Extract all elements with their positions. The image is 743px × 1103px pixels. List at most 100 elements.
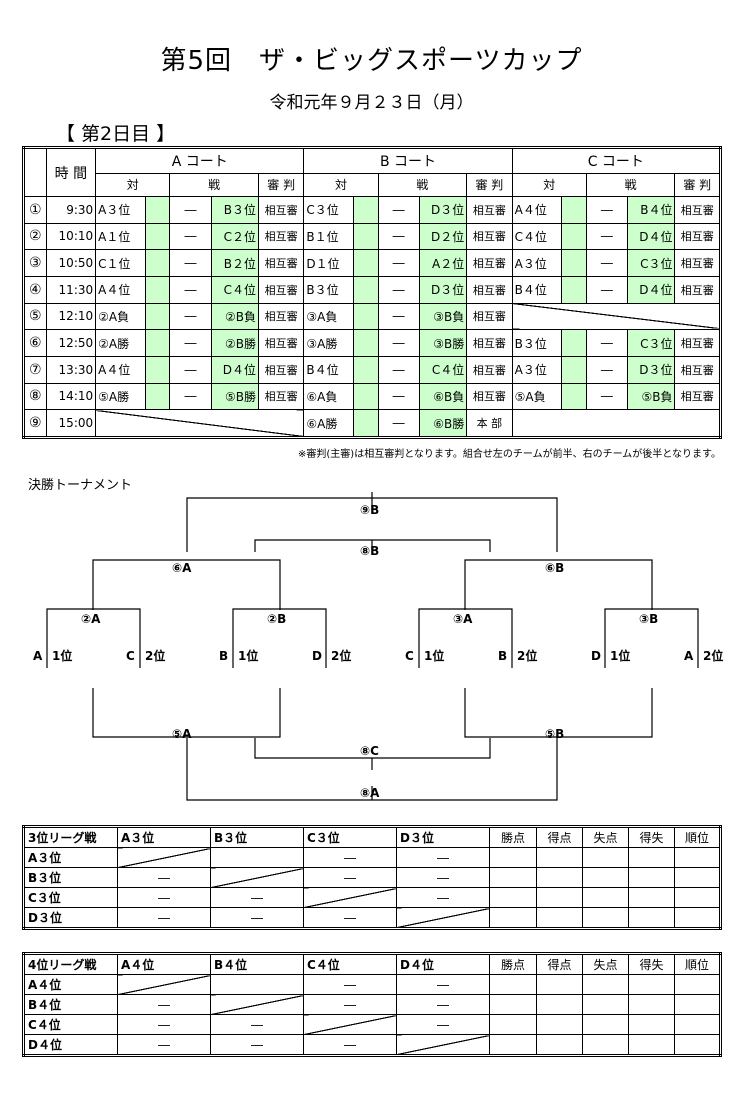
team-home: B１位 bbox=[303, 222, 354, 251]
referee: 相互審 bbox=[466, 302, 513, 331]
league-cell: ― bbox=[117, 887, 211, 908]
league-self-cell bbox=[210, 867, 304, 888]
league-stat-cell bbox=[674, 994, 721, 1015]
vs-dash: ― bbox=[377, 249, 420, 277]
score-home bbox=[352, 302, 379, 331]
score-home bbox=[144, 249, 171, 277]
vs-header: 対 bbox=[511, 172, 587, 198]
league-stat-cell bbox=[536, 1014, 583, 1035]
league-self-cell bbox=[396, 907, 490, 929]
league-cell: ― bbox=[117, 907, 211, 929]
league-team-header: C３位 bbox=[303, 826, 397, 848]
match-number: ③ bbox=[23, 249, 47, 277]
lower-mid-connector bbox=[254, 738, 491, 770]
league-stat-cell bbox=[536, 1034, 583, 1056]
qf3-connector bbox=[418, 608, 513, 668]
league-team-header: D３位 bbox=[396, 826, 490, 848]
league-cell: ― bbox=[117, 1034, 211, 1056]
team-away: B４位 bbox=[627, 196, 676, 224]
seed-rank: 1位 bbox=[238, 648, 258, 663]
team-home: D１位 bbox=[303, 249, 354, 277]
league-stat-cell bbox=[582, 907, 629, 929]
seed-rank: 2位 bbox=[517, 648, 537, 663]
seed-letter: D bbox=[312, 649, 322, 663]
team-away: C４位 bbox=[210, 275, 259, 304]
team-away: ⑥B負 bbox=[418, 382, 468, 411]
vs-header: 戦 bbox=[377, 172, 468, 198]
score-home bbox=[561, 382, 587, 411]
league-stat-cell bbox=[536, 994, 583, 1015]
referee: 相互審 bbox=[674, 329, 721, 357]
team-away: C２位 bbox=[210, 222, 259, 251]
referee: 相互審 bbox=[257, 382, 305, 411]
page-title: 第5回 ザ・ビッグスポーツカップ bbox=[160, 46, 583, 76]
league-stat-cell bbox=[582, 847, 629, 868]
ref-header: 審 判 bbox=[674, 172, 721, 198]
match-number: ⑨ bbox=[23, 409, 47, 438]
referee: 相互審 bbox=[466, 329, 513, 357]
league-stat-cell bbox=[628, 1034, 675, 1056]
score-home bbox=[144, 355, 171, 384]
vs-dash: ― bbox=[377, 382, 420, 411]
vs-dash: ― bbox=[377, 329, 420, 357]
seed-letter: C bbox=[126, 649, 135, 663]
league-stat-header: 得失 bbox=[628, 953, 675, 975]
match-time: 13:30 bbox=[45, 355, 97, 384]
qf2-connector bbox=[232, 608, 327, 668]
qf1-connector bbox=[46, 608, 141, 668]
league-stat-cell bbox=[489, 847, 537, 868]
league-cell: ― bbox=[210, 907, 304, 929]
qf4-label: ③B bbox=[639, 612, 658, 626]
seed-rank: 2位 bbox=[145, 648, 165, 663]
referee: 相互審 bbox=[466, 382, 513, 411]
league-stat-cell bbox=[582, 1034, 629, 1056]
referee-note: ※審判(主審)は相互審判となります。組合せ左のチームが前半、右のチームが後半とな… bbox=[298, 449, 721, 460]
score-home bbox=[352, 409, 379, 438]
empty-slot bbox=[511, 302, 722, 331]
league-stat-cell bbox=[628, 907, 675, 929]
match-number: ⑦ bbox=[23, 355, 47, 384]
league-title: 3位リーグ戦 bbox=[23, 826, 118, 848]
league-stat-header: 順位 bbox=[674, 826, 721, 848]
third-label: ⑧B bbox=[360, 544, 379, 558]
match-number: ⑧ bbox=[23, 382, 47, 411]
league-cell: ― bbox=[117, 994, 211, 1015]
score-home bbox=[561, 222, 587, 251]
vs-dash: ― bbox=[585, 196, 629, 224]
match-time: 12:10 bbox=[45, 302, 97, 331]
vs-dash: ― bbox=[169, 196, 212, 224]
league-self-cell bbox=[117, 847, 211, 868]
league-stat-cell bbox=[628, 867, 675, 888]
league-stat-cell bbox=[489, 867, 537, 888]
team-away: ③B勝 bbox=[418, 329, 468, 357]
league-title: 4位リーグ戦 bbox=[23, 953, 118, 975]
schedule-table: 時 間 A コート B コート C コート 対 戦 審 判 対 戦 審 判 対 … bbox=[22, 146, 722, 439]
vs-dash: ― bbox=[169, 302, 212, 331]
vs-header: 戦 bbox=[585, 172, 676, 198]
seed-rank: 1位 bbox=[424, 648, 444, 663]
score-home bbox=[144, 275, 171, 304]
league-stat-cell bbox=[489, 907, 537, 929]
league-stat-cell bbox=[582, 974, 629, 995]
team-away: C３位 bbox=[627, 329, 676, 357]
league-cell: ― bbox=[396, 847, 490, 868]
vs-dash: ― bbox=[377, 302, 420, 331]
referee: 相互審 bbox=[674, 382, 721, 411]
team-home: ③A負 bbox=[303, 302, 354, 331]
team-home: B３位 bbox=[511, 329, 563, 357]
referee: 相互審 bbox=[257, 222, 305, 251]
league-stat-header: 勝点 bbox=[489, 953, 537, 975]
referee: 相互審 bbox=[257, 355, 305, 384]
final-connector bbox=[186, 492, 558, 552]
league-stat-cell bbox=[628, 847, 675, 868]
lower-left-label: ⑤A bbox=[172, 727, 192, 741]
league-stat-header: 失点 bbox=[582, 826, 629, 848]
league-row: C４位――― bbox=[23, 1014, 721, 1035]
league-stat-cell bbox=[536, 887, 583, 908]
